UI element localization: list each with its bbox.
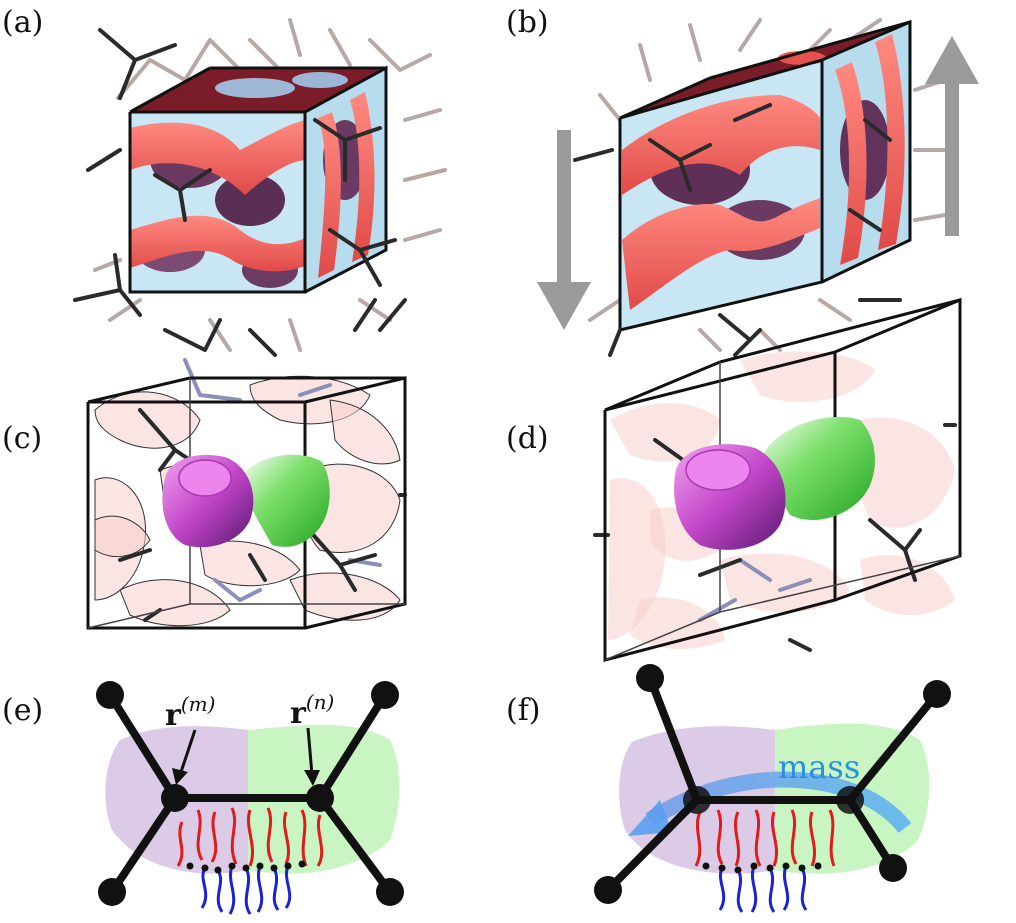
node-f-rn xyxy=(836,786,864,814)
label-r-m: r(m) xyxy=(165,692,215,733)
shear-arrow-up-shaft xyxy=(945,78,959,236)
node-e-rm xyxy=(161,784,189,812)
panel-label-d: (d) xyxy=(506,421,549,456)
panel-label-b: (b) xyxy=(506,5,549,40)
panel-label-a: (a) xyxy=(2,5,43,40)
mass-label: mass xyxy=(778,748,860,786)
panel-b-sheared-gyroid xyxy=(537,18,979,357)
node-e-top-right xyxy=(371,681,399,709)
node-e-top-left xyxy=(96,681,124,709)
node-f-bottom-left xyxy=(594,876,622,904)
node-f-top-left xyxy=(636,664,664,692)
panel-label-c: (c) xyxy=(2,421,42,456)
node-e-rn xyxy=(306,784,334,812)
green-domain-d xyxy=(760,416,875,520)
panel-d-domain-sheared xyxy=(593,297,962,662)
node-e-bottom-right xyxy=(376,878,404,906)
node-e-bottom-left xyxy=(98,878,126,906)
node-f-bottom-right xyxy=(879,854,907,882)
panel-label-e: (e) xyxy=(2,693,43,728)
panel-label-f: (f) xyxy=(506,693,541,728)
node-f-rm xyxy=(683,786,711,814)
shear-arrow-down-shaft xyxy=(557,130,571,288)
shear-arrow-up-head xyxy=(925,36,979,84)
panel-a-gyroid-cube xyxy=(73,18,447,357)
panel-c-domain-cube xyxy=(86,358,407,630)
panel-e-schematic: r(m) r(n) xyxy=(96,681,404,915)
label-r-n: r(n) xyxy=(290,690,334,731)
panel-f-schematic: mass xyxy=(594,664,951,913)
green-domain xyxy=(240,454,330,547)
mass-arrow-head xyxy=(628,800,672,836)
node-f-top-right xyxy=(923,680,951,708)
shear-arrow-down-head xyxy=(537,282,591,330)
